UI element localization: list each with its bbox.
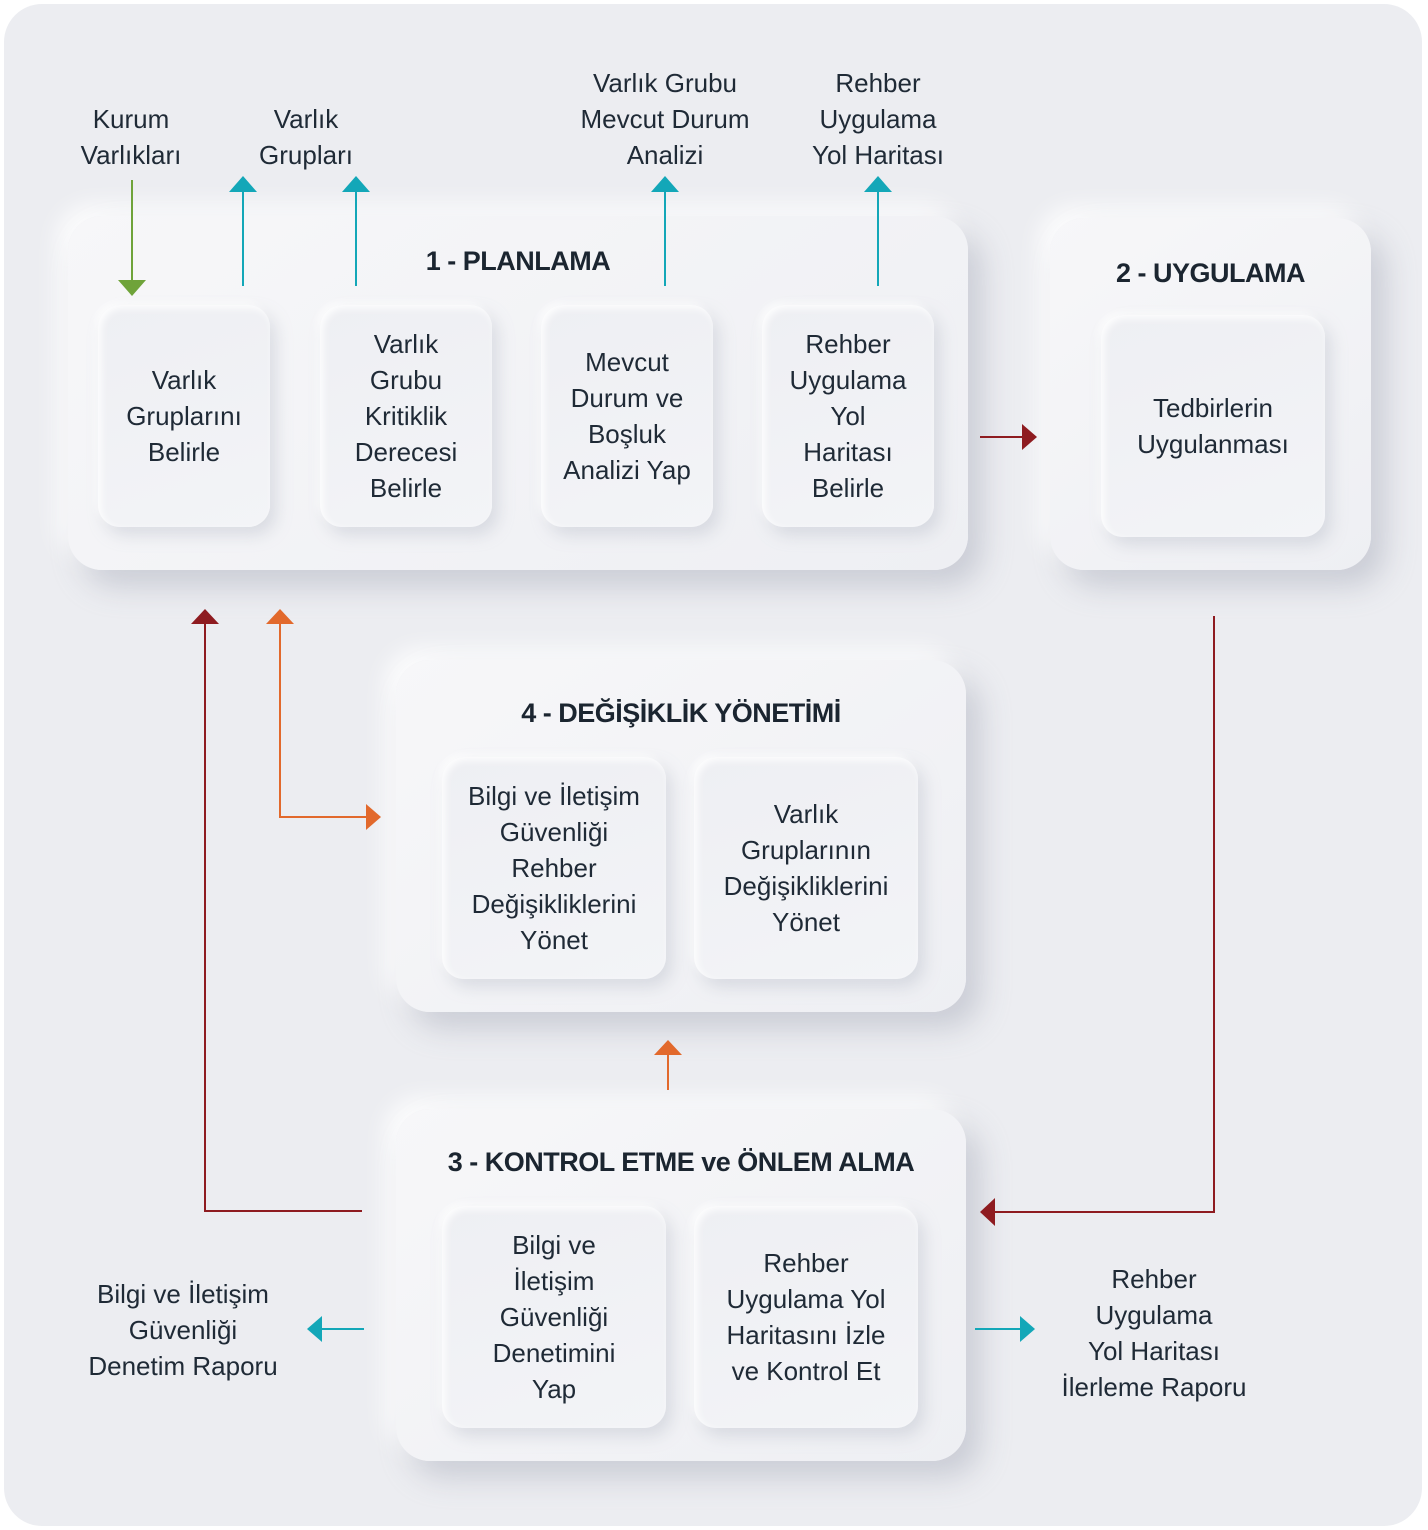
- arrow-head-kontrol-degisiklik: [654, 1040, 682, 1055]
- arrow-head-varlik-gruplari-1: [229, 176, 257, 192]
- degisiklik-step-1: Bilgi ve İletişim Güvenliği Rehber Değiş…: [442, 757, 666, 979]
- arrow-head-degisiklik-right: [366, 804, 381, 830]
- arrow-head-uygulama-kontrol: [980, 1198, 995, 1226]
- degisiklik-step-2: Varlık Gruplarının Değişikliklerini Yöne…: [694, 757, 918, 979]
- arrow-head-degisiklik-up: [266, 609, 294, 624]
- input-mevcut-durum-analizi: Varlık Grubu Mevcut Durum Analizi: [580, 68, 750, 170]
- arrow-head-mevcut-durum: [651, 176, 679, 192]
- kontrol-step-1: Bilgi ve İletişim Güvenliği Denetimini Y…: [442, 1206, 666, 1428]
- input-kurum-varliklari: Kurum Varlıkları: [80, 104, 182, 170]
- arrow-head-ilerleme-raporu: [1020, 1316, 1035, 1342]
- planlama-title: 1 - PLANLAMA: [425, 246, 611, 276]
- kontrol-step-2: Rehber Uygulama Yol Haritasını İzle ve K…: [694, 1206, 918, 1428]
- arrow-head-yol-haritasi: [864, 176, 892, 192]
- arrow-uygulama-kontrol: [995, 616, 1215, 1213]
- output-denetim-raporu: Bilgi ve İletişim Güvenliği Denetim Rapo…: [88, 1279, 278, 1381]
- output-ilerleme-raporu: Rehber Uygulama Yol Haritası İlerleme Ra…: [1061, 1264, 1247, 1402]
- planlama-step-1: Varlık Gruplarını Belirle: [98, 305, 270, 527]
- planlama-step-2: Varlık Grubu Kritiklik Derecesi Belirle: [320, 305, 492, 527]
- arrow-head-kontrol-planlama: [191, 609, 219, 624]
- uygulama-title: 2 - UYGULAMA: [1116, 258, 1306, 288]
- arrow-head-varlik-gruplari-2: [342, 176, 370, 192]
- planlama-step-3: Mevcut Durum ve Boşluk Analizi Yap: [541, 305, 713, 527]
- input-yol-haritasi: Rehber Uygulama Yol Haritası: [812, 68, 944, 170]
- degisiklik-title: 4 - DEĞİŞİKLİK YÖNETİMİ: [521, 698, 841, 728]
- planlama-step-4: Rehber Uygulama Yol Haritası Belirle: [762, 305, 934, 527]
- kontrol-title: 3 - KONTROL ETME ve ÖNLEM ALMA: [447, 1147, 915, 1177]
- arrow-head-kurum-varliklari: [118, 280, 146, 296]
- arrow-kontrol-planlama: [204, 624, 362, 1212]
- uygulama-step-1: Tedbirlerin Uygulanması: [1101, 315, 1325, 537]
- arrow-head-planlama-uygulama: [1022, 424, 1037, 450]
- input-varlik-gruplari: Varlık Grupları: [259, 104, 353, 170]
- arrow-head-denetim-raporu: [307, 1316, 322, 1342]
- arrow-degisiklik-planlama: [279, 624, 368, 818]
